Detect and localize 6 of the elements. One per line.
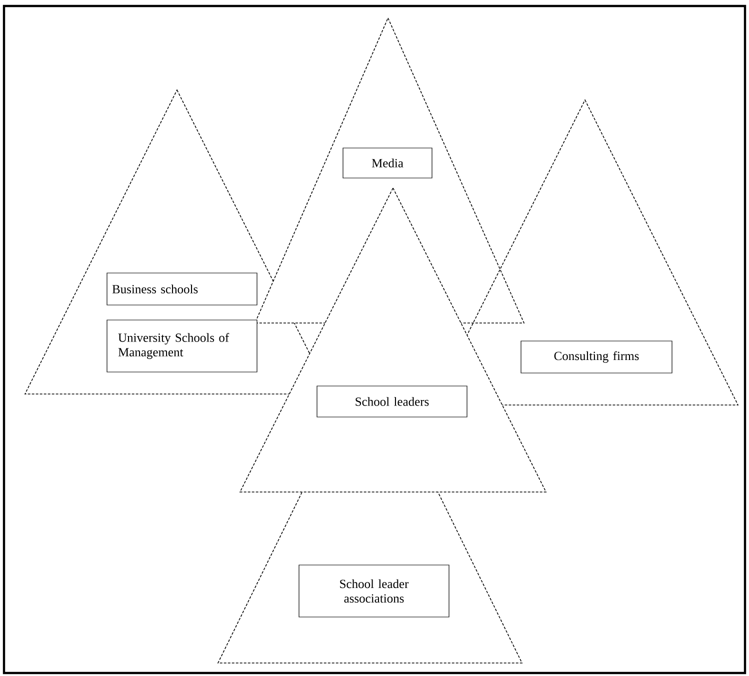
text-box: Business schools [106, 272, 258, 306]
text-box: University Schools of Management [106, 320, 258, 372]
text-box: Consulting firms [520, 340, 672, 374]
text-box: School leaders [316, 386, 468, 418]
text-box: Media [342, 148, 432, 178]
text-box: School leader associations [298, 564, 450, 618]
